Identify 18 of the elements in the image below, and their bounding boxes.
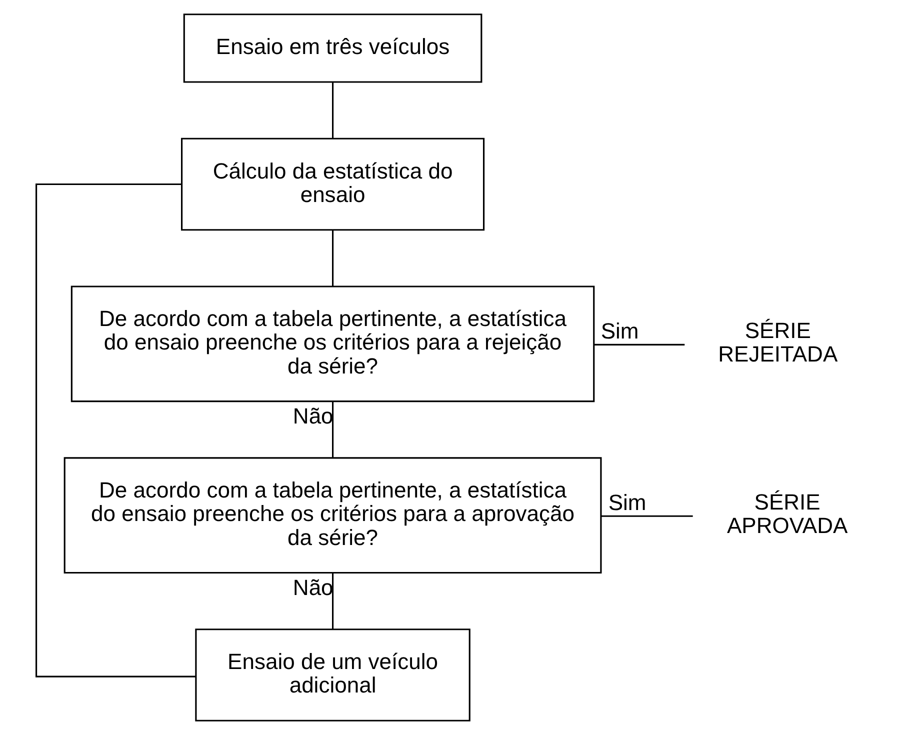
- node-box: Cálculo da estatística do ensaio: [181, 138, 485, 231]
- node-box: De acordo com a tabela pertinente, a estatística do ensaio preenche os critérios para a rejeição da série?: [70, 286, 595, 402]
- connector: [601, 515, 693, 517]
- node-text: SÉRIE REJEITADA: [718, 318, 838, 367]
- edge-label: Sim: [608, 490, 646, 516]
- connector: [36, 183, 196, 678]
- connector: [594, 344, 685, 346]
- edge-label: Não: [292, 404, 334, 429]
- node-box: Ensaio em três veículos: [183, 14, 482, 83]
- edge-label: Sim: [600, 318, 639, 344]
- connector: [332, 572, 334, 629]
- connector: [332, 230, 334, 286]
- node-text: SÉRIE APROVADA: [726, 489, 848, 538]
- edge-label: Não: [292, 575, 334, 600]
- node-box: De acordo com a tabela pertinente, a estatística do ensaio preenche os critérios para a aprovação da série?: [64, 457, 602, 574]
- node-box: Ensaio de um veículo adicional: [195, 628, 470, 722]
- connector: [332, 82, 334, 139]
- connector: [332, 401, 334, 458]
